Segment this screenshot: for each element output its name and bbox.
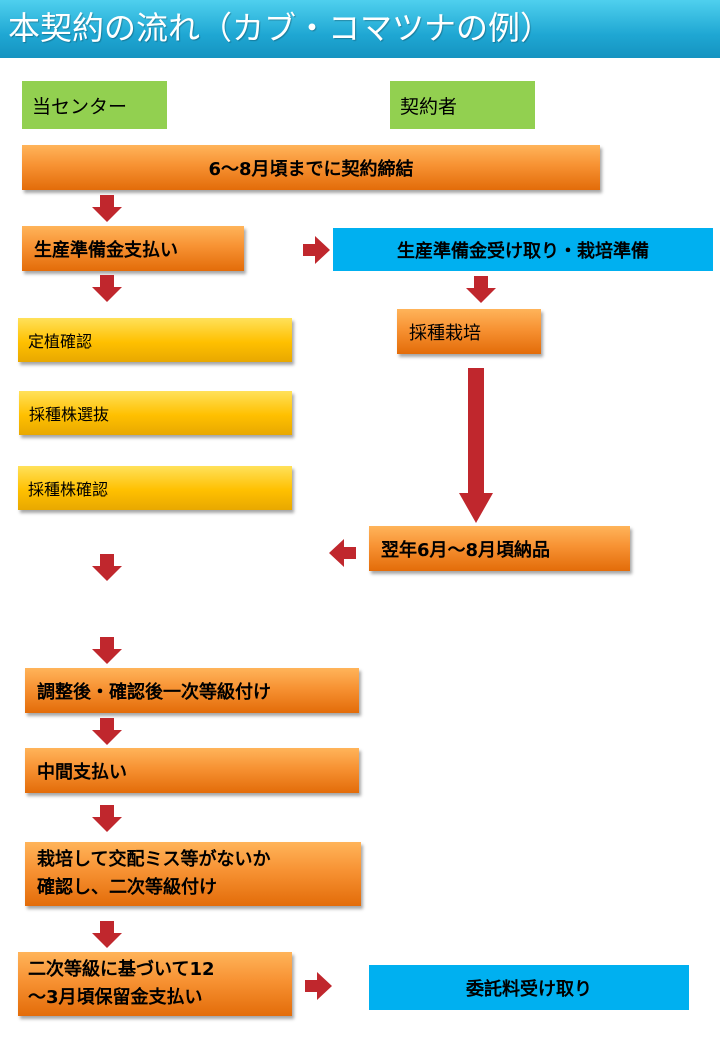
step-retention-payment-line1: 二次等級に基づいて12 [28, 959, 215, 980]
step-seed-check: 採種株確認 [18, 466, 292, 510]
arrow-down-icon [92, 275, 122, 302]
arrow-right-icon [305, 972, 332, 1000]
arrow-down-icon [466, 276, 496, 303]
step-production-receipt: 生産準備金受け取り・栽培準備 [333, 228, 713, 271]
arrow-down-icon [92, 805, 122, 832]
arrow-left-icon [329, 539, 356, 567]
step-second-grading-line1: 栽培して交配ミス等がないか [37, 849, 271, 870]
step-first-grading: 調整後・確認後一次等級付け [25, 668, 359, 713]
arrow-down-icon [92, 554, 122, 581]
column-label-center: 当センター [22, 81, 167, 129]
arrow-down-icon [92, 921, 122, 948]
step-seed-cultivation: 採種栽培 [397, 309, 541, 354]
step-commission-receipt: 委託料受け取り [369, 965, 689, 1010]
arrow-right-icon [303, 236, 330, 264]
arrow-down-icon [92, 637, 122, 664]
step-production-payment: 生産準備金支払い [22, 226, 244, 271]
arrow-down-icon [92, 195, 122, 222]
step-retention-payment-line2: ～3月頃保留金支払い [28, 987, 203, 1008]
step-delivery: 翌年6月～8月頃納品 [369, 526, 630, 571]
column-label-contractor: 契約者 [390, 81, 535, 129]
long-arrow-down-icon [459, 368, 493, 523]
step-interim-payment: 中間支払い [25, 748, 359, 793]
step-second-grading: 栽培して交配ミス等がないか 確認し、二次等級付け [25, 842, 361, 906]
title-banner: 本契約の流れ（カブ・コマツナの例） [0, 0, 720, 58]
step-planting-check: 定植確認 [18, 318, 292, 362]
step-seed-selection: 採種株選抜 [19, 391, 292, 435]
step-contract: 6～8月頃までに契約締結 [22, 145, 600, 190]
step-retention-payment: 二次等級に基づいて12 ～3月頃保留金支払い [18, 952, 292, 1016]
page-title: 本契約の流れ（カブ・コマツナの例） [8, 9, 553, 47]
arrow-down-icon [92, 718, 122, 745]
step-second-grading-line2: 確認し、二次等級付け [37, 877, 217, 898]
